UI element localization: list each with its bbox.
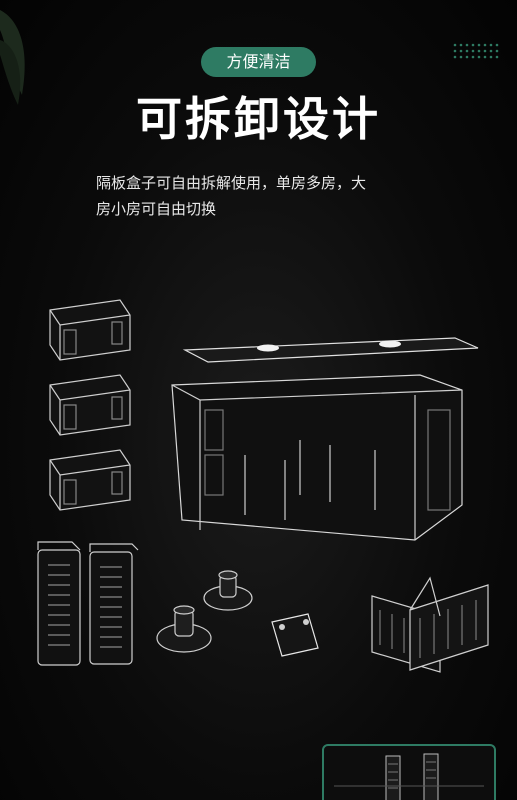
preview-frame (322, 744, 496, 800)
small-box-2 (49, 374, 131, 436)
product-illustration (37, 299, 489, 673)
box-lid (182, 337, 479, 363)
feature-badge: 方便清洁 (201, 47, 316, 77)
leaf-icon (0, 10, 25, 105)
clip-plate (271, 613, 319, 657)
page-title: 可拆卸设计 (136, 92, 381, 146)
suction-cup-front (156, 605, 212, 653)
description-line-1: 隔板盒子可自由拆解使用，单房多房，大 (96, 174, 367, 192)
description-line-2: 房小房可自由切换 (96, 200, 217, 218)
small-box-1 (49, 299, 131, 361)
suction-cup-back (203, 570, 253, 611)
divider-panels (371, 576, 489, 673)
description: 隔板盒子可自由拆解使用，单房多房，大 房小房可自由切换 (96, 170, 426, 222)
dots-grid-icon (453, 43, 499, 59)
hanger-clip-left (37, 541, 81, 666)
large-box (171, 374, 463, 541)
small-box-3 (49, 449, 131, 511)
hanger-clip-right (89, 543, 139, 665)
